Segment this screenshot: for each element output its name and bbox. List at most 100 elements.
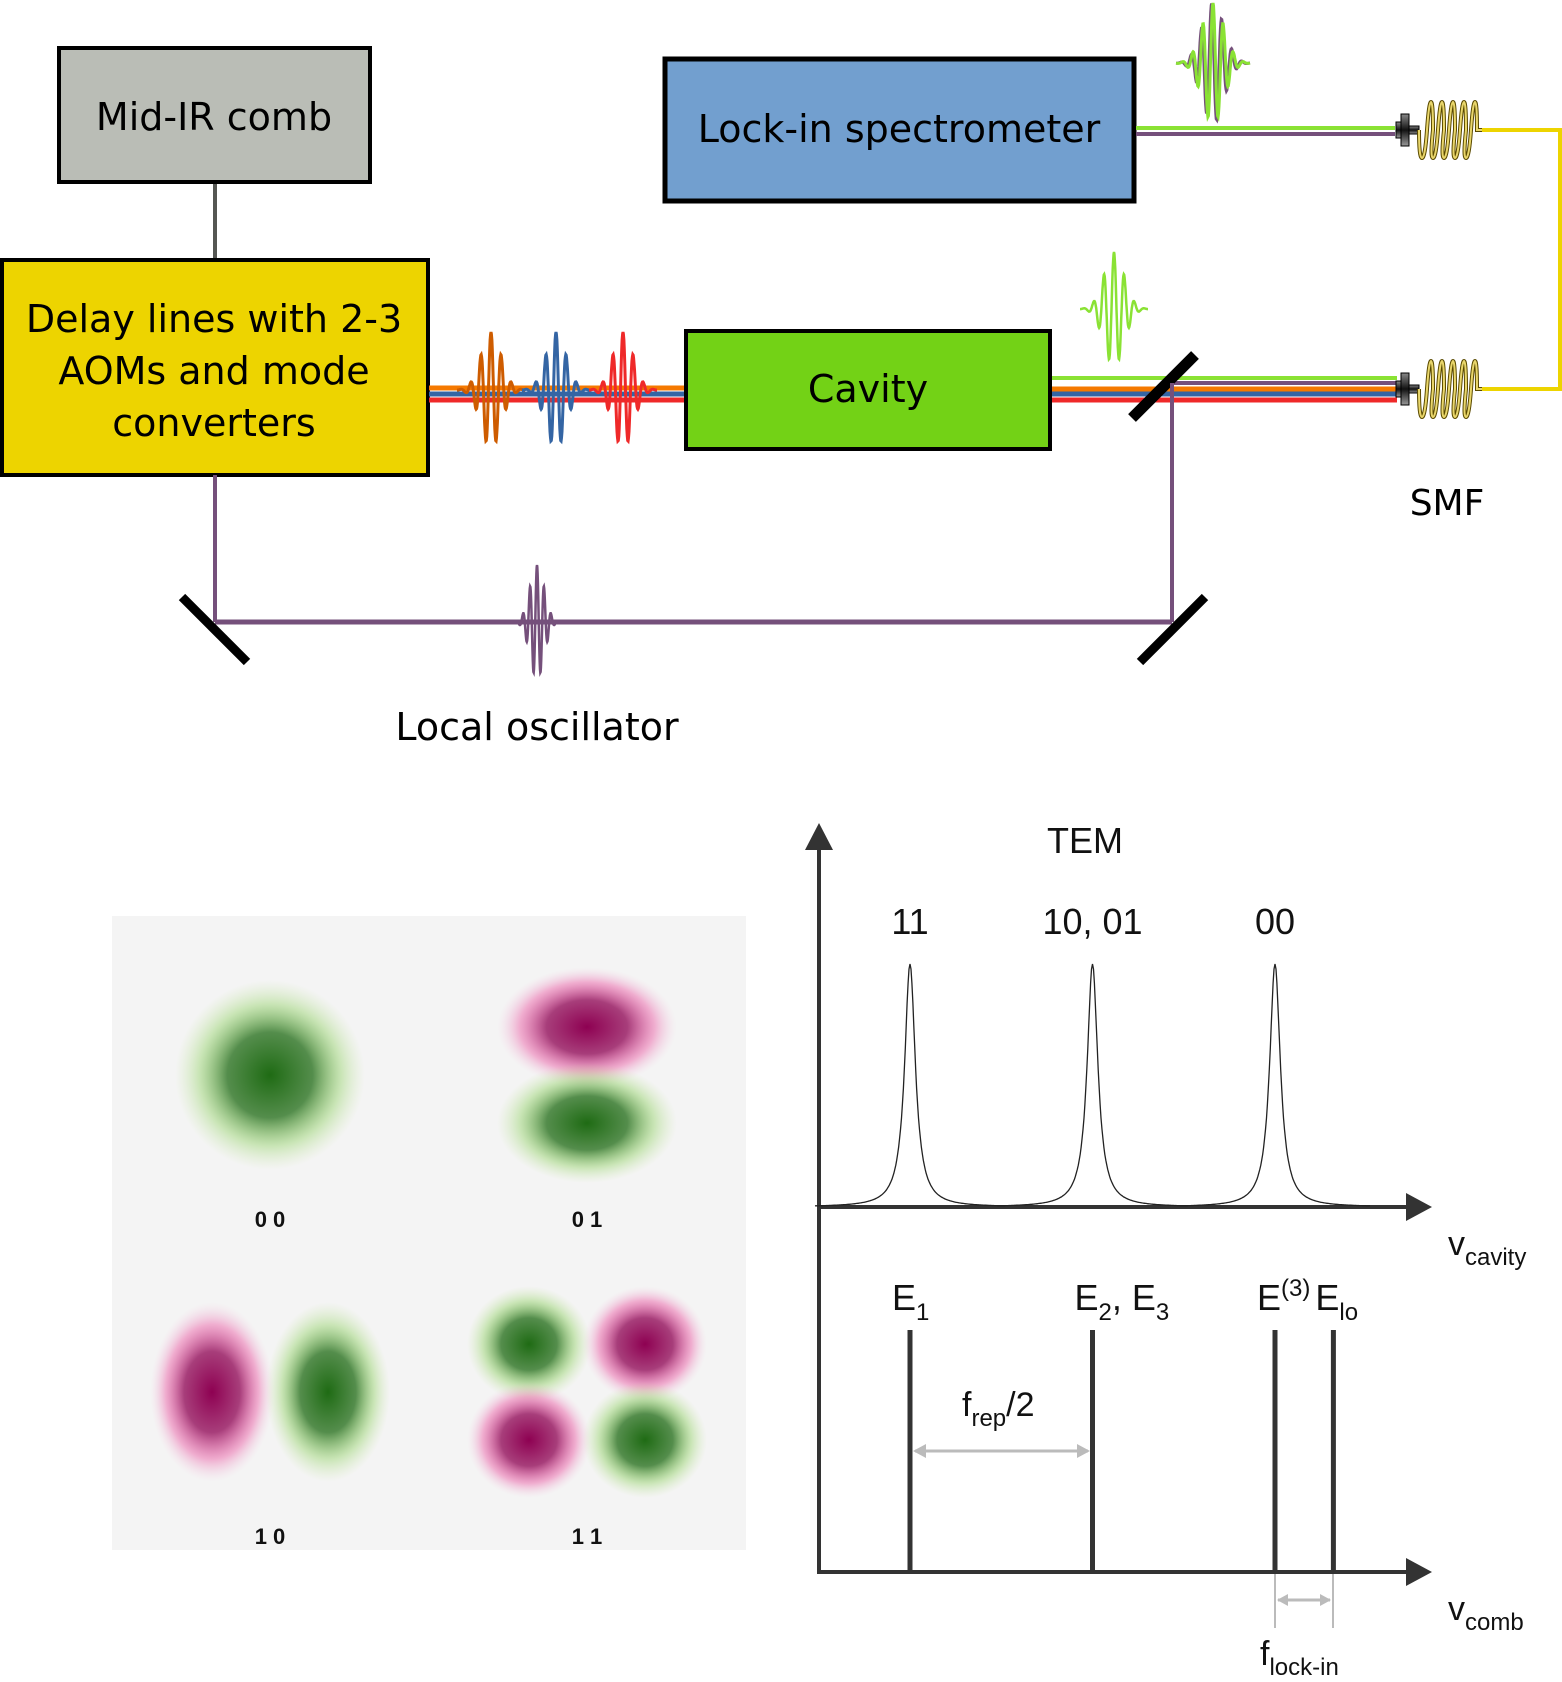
label-main: E [1315,1277,1339,1318]
frep-arrowhead-right [1077,1444,1090,1458]
comb-line-label-1: E1 [892,1277,929,1326]
label-main: E [1075,1277,1099,1318]
peak-label-1: 11 [891,901,928,942]
resonance-peak-2 [997,963,1188,1207]
comb-axis-arrowhead [1406,1558,1432,1586]
positive-lobe [497,1063,677,1183]
pulse-purple-lo [513,564,561,677]
frep-label-main: f [962,1386,972,1424]
delay-box-line-3: converters [112,401,315,445]
local-oscillator-path [178,383,1209,666]
mode-label-00: 0 0 [255,1207,286,1232]
negative-lobe [583,1286,707,1402]
lockin-label: flock-in [1260,1635,1339,1681]
resonance-peak-3 [1179,963,1371,1207]
pulse-green-signal [1080,251,1148,363]
comb-line-label-2: E2, E3 [1075,1277,1170,1326]
peak-labels: 11 10, 01 00 [891,901,1295,942]
spectrometer-box-rect [662,56,1137,204]
fiber-coil-icon [1418,100,1482,160]
label-main: E [892,1277,916,1318]
negative-lobe [467,1382,591,1498]
comb-axis-label-sub: comb [1465,1609,1524,1636]
spectrometer-pulse-pair [1175,2,1251,124]
delay-box-rect [0,258,430,477]
mode-profile-01 [497,967,677,1183]
mid-ir-comb-box: Mid-IR comb [57,46,372,184]
label-extra-main: , E [1112,1277,1156,1318]
pulse-red [589,331,657,445]
y-axis-arrowhead [805,823,833,850]
frep-arrowhead-left [913,1444,926,1458]
comb-axis-label-main: v [1448,1590,1465,1628]
lockin-arrowhead-left [1277,1594,1288,1606]
cavity-resonance-peaks [814,963,1371,1207]
coupler-flange [1400,372,1410,406]
cavity-axis-label-sub: cavity [1465,1244,1526,1271]
spectrometer-box-label: Lock-in spectrometer [698,107,1101,151]
comb-axis-label: vcomb [1448,1590,1524,1636]
cavity-axis-label: vcavity [1448,1225,1526,1271]
lockin-label-main: f [1260,1635,1270,1673]
frep-label: frep/2 [962,1386,1035,1432]
pump-pulses [457,331,657,445]
pulse-blue [522,331,590,445]
peak-label-2: 10, 01 [1042,901,1142,942]
lockin-spacing-indicator: flock-in [1260,1574,1339,1681]
pulse-green-spec [1175,2,1251,123]
coupler-flange [1400,113,1410,147]
chart-title-tem: TEM [1047,820,1123,861]
cavity-box: Cavity [684,329,1052,451]
smf-label: SMF [1410,483,1485,524]
positive-lobe [175,980,365,1170]
mode-label-11: 1 1 [572,1524,603,1549]
mode-profile-11 [467,1286,707,1498]
comb-box-label: Mid-IR comb [96,95,332,139]
cavity-axis-label-main: v [1448,1225,1465,1263]
positive-lobe [583,1382,707,1498]
negative-lobe [497,967,677,1087]
fiber-coupler-upper [1395,99,1482,161]
label-sub: 2 [1099,1299,1112,1326]
resonance-peak-1 [814,963,1006,1207]
output-beams [1052,376,1397,403]
beam-splitter-mirror [1128,351,1199,422]
comb-line-label-4: Elo [1315,1277,1358,1326]
cavity-box-rect [684,329,1052,451]
delay-box-line-1: Delay lines with 2-3 [26,297,402,341]
frep-spacing-indicator: frep/2 [913,1386,1090,1458]
label-sub: 1 [916,1299,929,1326]
pulse-orange [457,331,525,445]
mode-label-10: 1 0 [255,1524,286,1549]
delay-lines-box: Delay lines with 2-3 AOMs and mode conve… [0,258,430,477]
mode-profiles [150,967,707,1498]
lock-in-spectrometer-box: Lock-in spectrometer [662,56,1137,204]
peak-label-3: 00 [1255,901,1295,942]
positive-lobe [467,1286,591,1402]
fiber-coil-icon [1418,359,1482,419]
tem-mode-panel: 0 0 0 1 1 0 1 1 [112,916,746,1550]
signal-pulse [1080,251,1148,363]
cavity-axis-arrowhead [1406,1193,1432,1221]
mode-label-01: 0 1 [572,1207,603,1232]
single-mode-fiber [1482,128,1562,391]
lo-pulse [513,564,561,677]
delay-box-line-2: AOMs and mode [58,349,369,393]
comb-lines [907,1330,1336,1572]
setup-diagram: Mid-IR comb Delay lines with 2-3 AOMs an… [0,2,1562,749]
comb-line-label-3: E(3) [1257,1275,1310,1318]
lo-mirror-left [178,593,251,666]
lockin-arrowhead-right [1320,1594,1331,1606]
cavity-box-label: Cavity [808,367,928,411]
comb-box-rect [57,46,372,184]
label-sup: (3) [1281,1275,1310,1302]
negative-lobe [150,1302,274,1482]
frep-label-suffix: /2 [1006,1386,1034,1424]
local-oscillator-label: Local oscillator [395,705,679,749]
lo-mirror-right [1136,593,1209,666]
lockin-label-sub: lock-in [1269,1654,1338,1681]
frep-label-sub: rep [971,1405,1006,1432]
